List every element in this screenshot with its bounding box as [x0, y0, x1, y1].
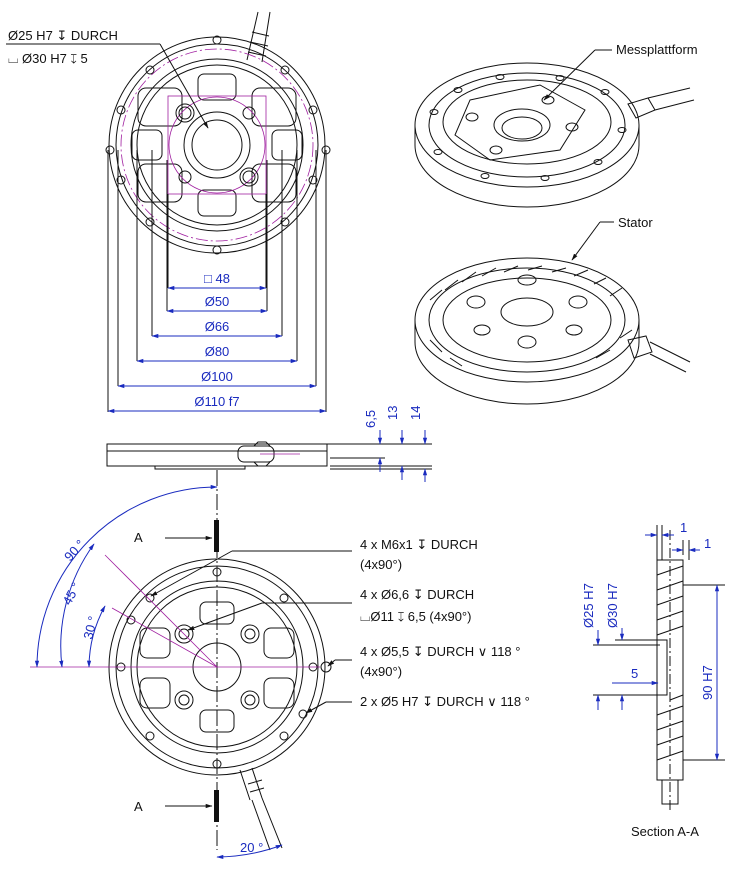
height-14: 14: [408, 406, 423, 420]
section-view: 1 1 Ø25 H7 Ø30 H7 5 90 H7 Section A-A: [581, 520, 725, 839]
angle-30: 30 °: [80, 615, 100, 641]
callout-1-line1: 4 x M6x1 ↧ DURCH: [360, 537, 478, 552]
top-view: □ 48 Ø50 Ø66 Ø80 Ø100 Ø110 f7 Ø25 H7 ↧ D…: [6, 11, 331, 414]
sec-dim-1a: 1: [680, 520, 687, 535]
side-view: 6,5 13 14: [106, 406, 432, 482]
sec-dim-1b: 1: [704, 536, 711, 551]
sec-dim-90: 90 H7: [700, 665, 715, 700]
callout-3-line1: 4 x Ø5,5 ↧ DURCH ∨ 118 °: [360, 644, 520, 659]
height-13: 13: [385, 406, 400, 420]
angle-45: 45 °: [59, 580, 83, 608]
callout-1-line2: (4x90°): [360, 557, 402, 572]
label-messplattform: Messplattform: [616, 42, 698, 57]
angle-20: 20 °: [240, 840, 263, 855]
bottom-view: A A 90 ° 45 ° 30 ° 20 ° 4 x M6x1 ↧ DURCH…: [30, 470, 530, 860]
iso-stator: Stator: [414, 215, 691, 405]
sec-dim-5: 5: [631, 666, 638, 681]
section-marker-bottom: A: [134, 799, 143, 814]
iso-platform: Messplattform: [414, 42, 698, 208]
bore-note-line2: ⌴ Ø30 H7 ↧ 5: [8, 51, 88, 66]
bore-note-line1: Ø25 H7 ↧ DURCH: [8, 28, 118, 43]
dim-dia-80: Ø80: [205, 344, 230, 359]
section-marker-top: A: [134, 530, 143, 545]
callout-2-line2: ⌴Ø11 ↧ 6,5 (4x90°): [360, 609, 471, 624]
section-title: Section A-A: [631, 824, 699, 839]
dim-dia-66: Ø66: [205, 319, 230, 334]
sec-dim-dia30: Ø30 H7: [605, 583, 620, 628]
sec-dim-dia25: Ø25 H7: [581, 583, 596, 628]
dim-dia-50: Ø50: [205, 294, 230, 309]
dim-dia-100: Ø100: [201, 369, 233, 384]
label-stator: Stator: [618, 215, 653, 230]
callout-2-line1: 4 x Ø6,6 ↧ DURCH: [360, 587, 474, 602]
dim-square-48: □ 48: [204, 271, 230, 286]
callout-3-line2: (4x90°): [360, 664, 402, 679]
height-6-5: 6,5: [363, 410, 378, 428]
dim-dia-110: Ø110 f7: [194, 394, 239, 409]
callout-4-line1: 2 x Ø5 H7 ↧ DURCH ∨ 118 °: [360, 694, 530, 709]
